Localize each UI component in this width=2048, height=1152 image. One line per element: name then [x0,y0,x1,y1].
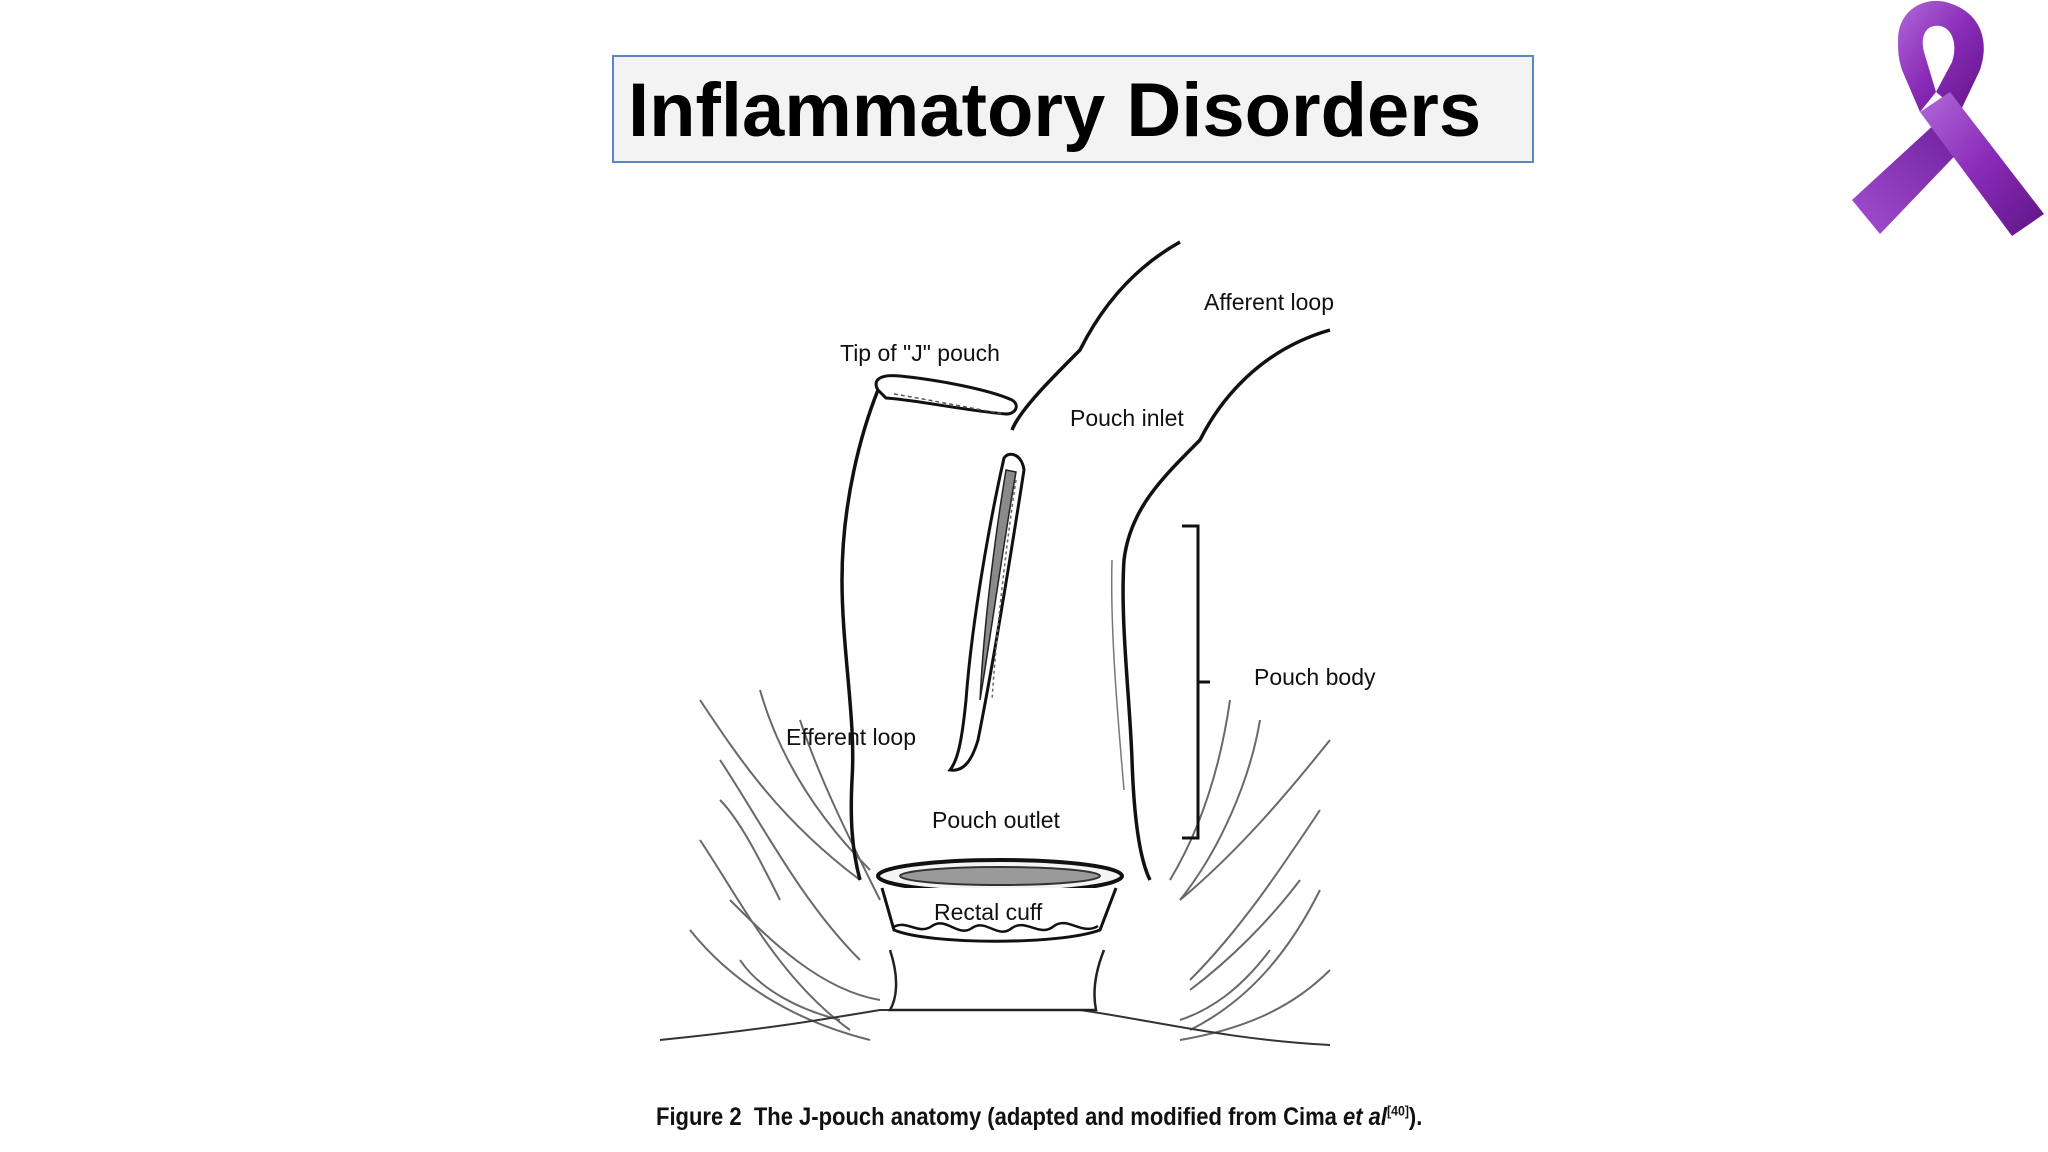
label-efferent-loop: Efferent loop [786,724,916,750]
caption-reference: [40] [1387,1102,1409,1119]
label-afferent-loop: Afferent loop [1204,289,1334,315]
title-box: Inflammatory Disorders [612,55,1534,163]
label-pouch-body: Pouch body [1254,664,1376,690]
pelvic-muscle-right [1169,699,1331,1041]
label-tip-j-pouch: Tip of "J" pouch [840,340,1000,366]
label-pouch-outlet: Pouch outlet [932,807,1060,833]
awareness-ribbon-icon [1852,0,2044,236]
label-rectal-cuff: Rectal cuff [934,899,1043,925]
rectal-cuff [880,887,1118,943]
caption-prefix: Figure 2 [656,1103,742,1131]
label-pouch-inlet: Pouch inlet [1070,405,1184,431]
perineum-outline [659,1009,1331,1046]
afferent-limb-outline-outer [1121,328,1331,881]
slide-title: Inflammatory Disorders [628,68,1482,153]
efferent-limb-outline [840,389,880,881]
pouch-tip [874,374,1018,416]
caption-italic: et al [1342,1103,1388,1131]
pouch-body-bracket [1182,524,1210,840]
afferent-limb-outline-inner [1010,240,1181,431]
caption-suffix: ). [1408,1103,1423,1131]
figure-caption: Figure 2 The J-pouch anatomy (adapted an… [656,1100,1422,1134]
pelvic-muscle-left [689,689,881,1041]
caption-text: The J-pouch anatomy (adapted and modifie… [753,1103,1343,1131]
